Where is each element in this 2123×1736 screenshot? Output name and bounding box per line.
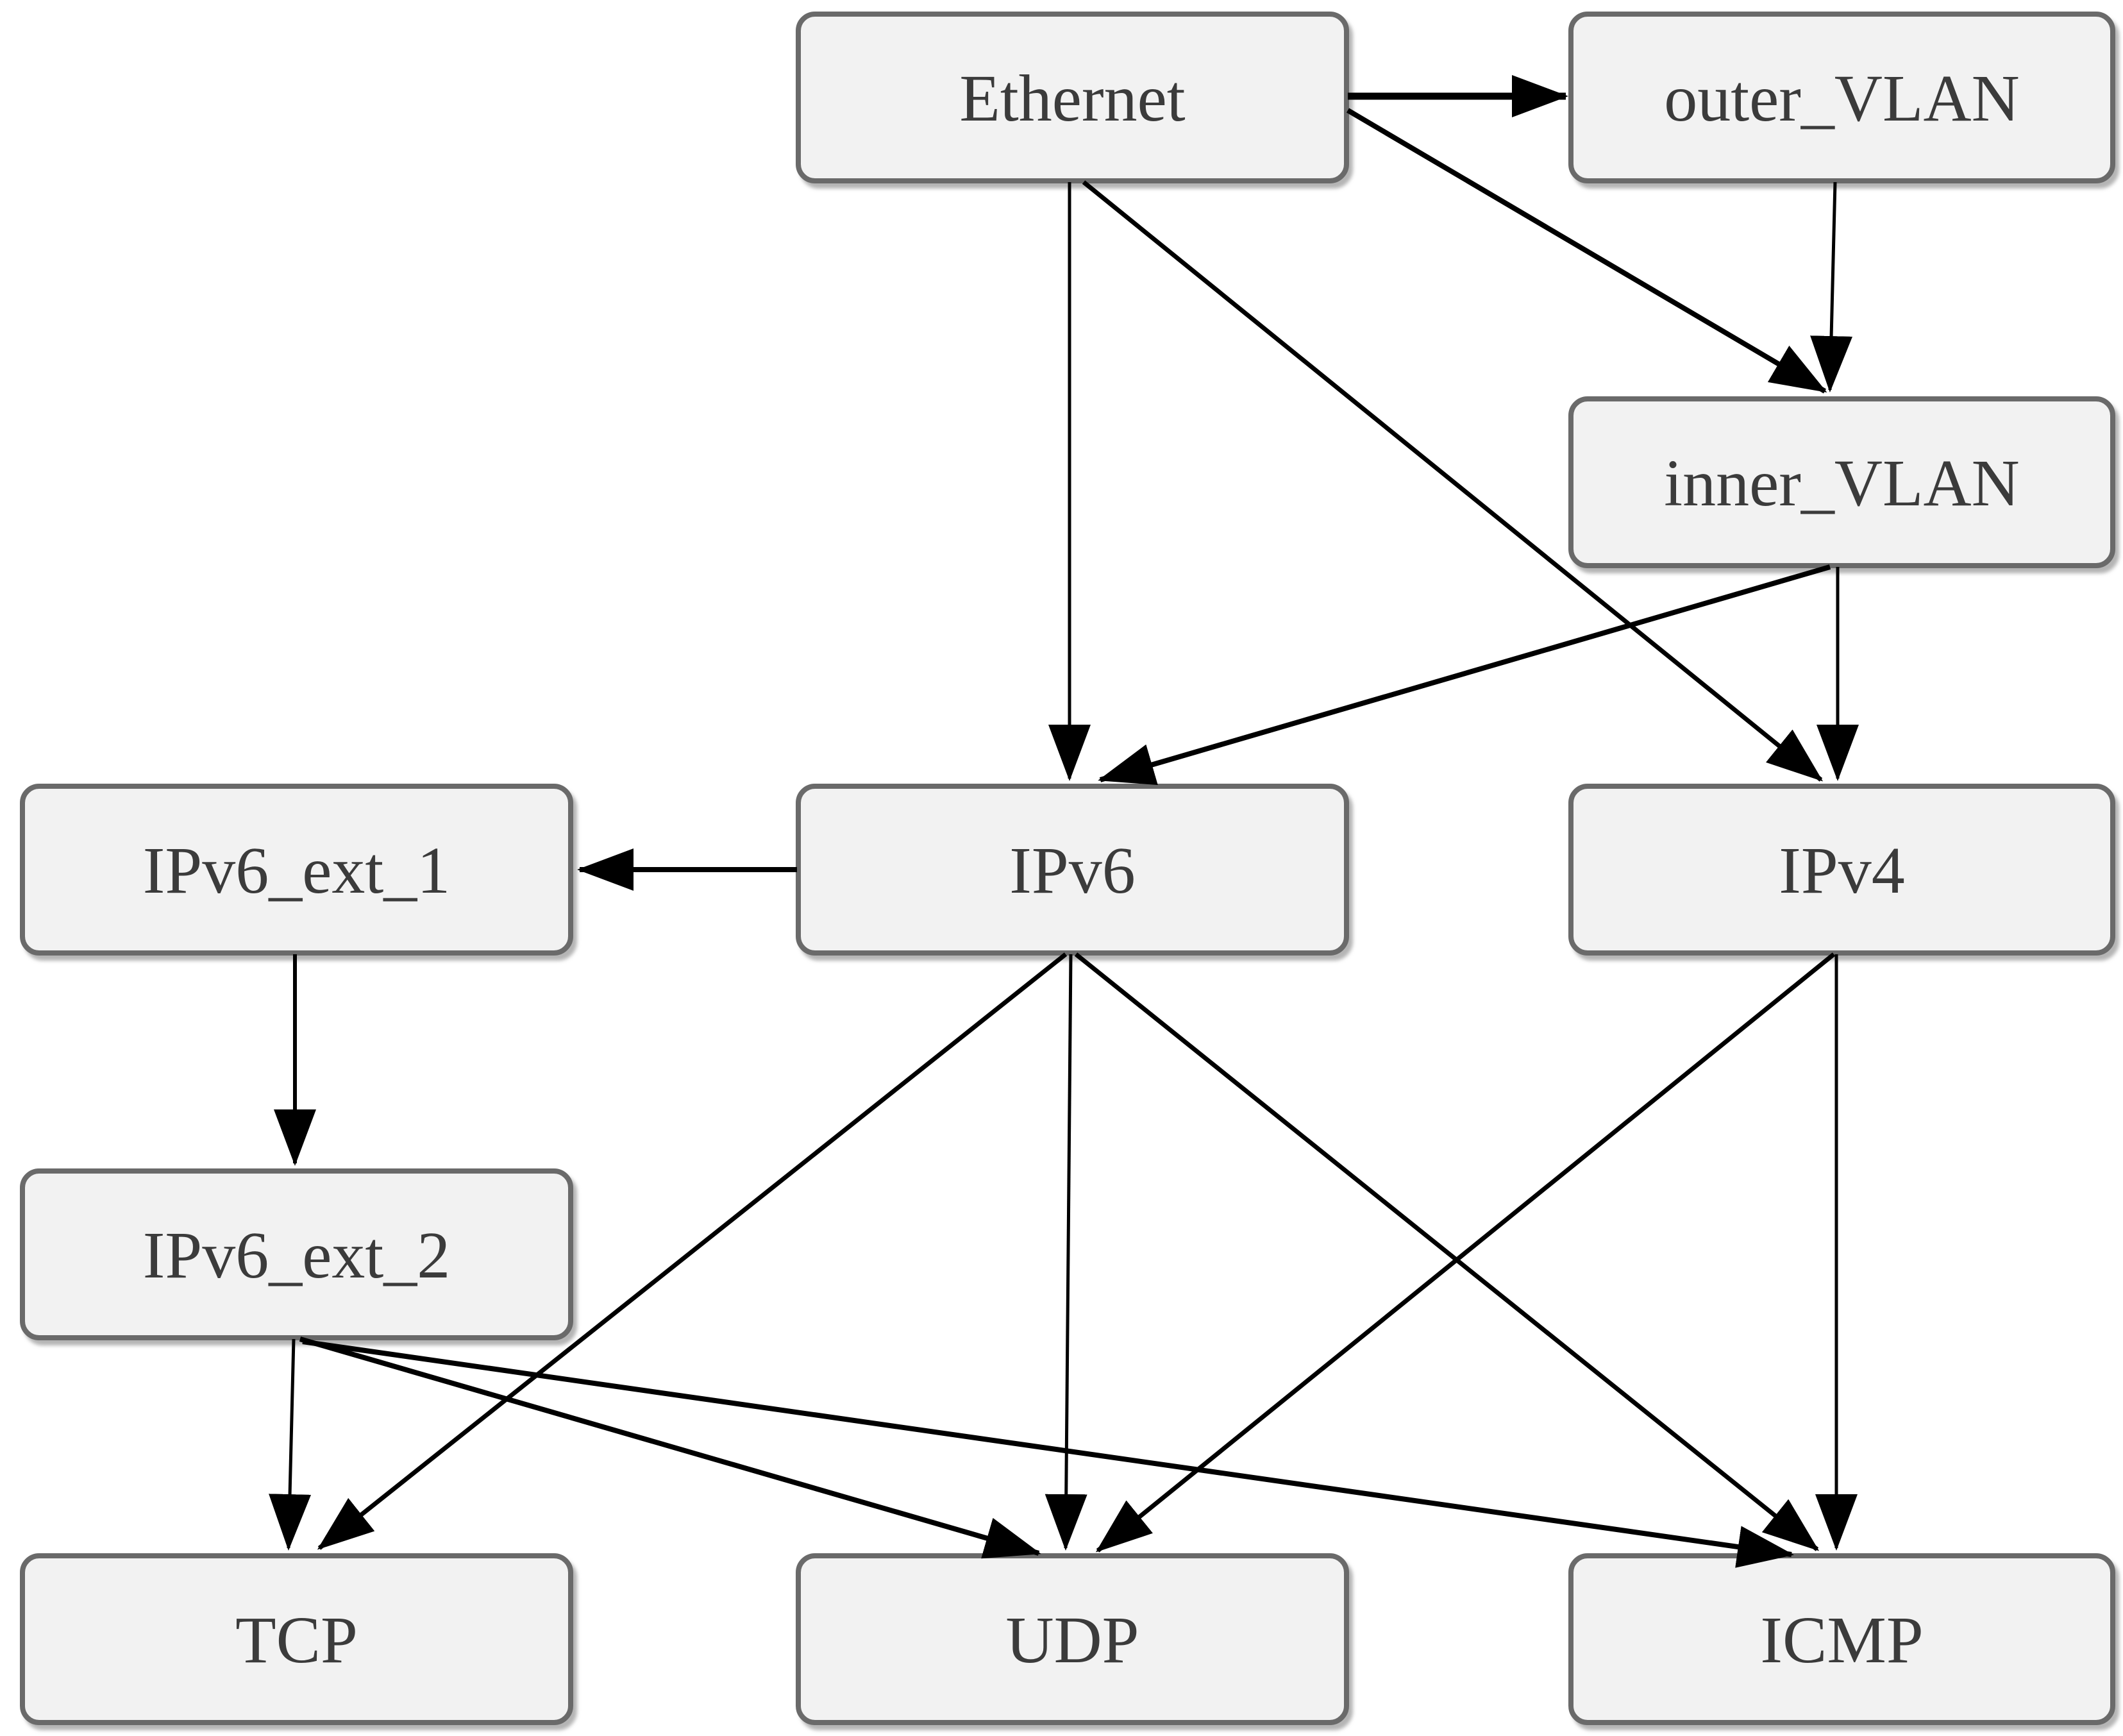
node-box-inner-vlan bbox=[1568, 396, 2115, 568]
node-ipv6: IPv6 bbox=[796, 784, 1349, 956]
node-label-ipv6: IPv6 bbox=[1009, 834, 1135, 907]
edge-ipv6-ext-2-to-icmp bbox=[302, 1339, 1794, 1568]
node-label-ipv6-ext-2: IPv6_ext_2 bbox=[143, 1218, 451, 1292]
node-label-outer-vlan: outer_VLAN bbox=[1664, 62, 2020, 135]
node-label-udp: UDP bbox=[1005, 1603, 1139, 1677]
node-ipv4: IPv4 bbox=[1568, 784, 2115, 956]
edge-ethernet-to-inner-vlan bbox=[1346, 108, 1827, 394]
edge-ipv6-to-tcp bbox=[317, 952, 1068, 1550]
node-icmp: ICMP bbox=[1568, 1553, 2115, 1725]
node-box-ipv6-ext-2 bbox=[20, 1168, 573, 1340]
node-ethernet: Ethernet bbox=[796, 12, 1349, 183]
node-box-udp bbox=[796, 1553, 1349, 1725]
node-inner-vlan: inner_VLAN bbox=[1568, 396, 2115, 568]
edge-ethernet-to-ipv4 bbox=[1082, 180, 1824, 782]
node-box-outer-vlan bbox=[1568, 12, 2115, 183]
node-label-inner-vlan: inner_VLAN bbox=[1664, 446, 2020, 520]
node-label-ipv6-ext-1: IPv6_ext_1 bbox=[143, 834, 451, 907]
node-outer-vlan: outer_VLAN bbox=[1568, 12, 2115, 183]
node-label-ethernet: Ethernet bbox=[959, 62, 1185, 135]
edge-ipv6-to-icmp bbox=[1074, 952, 1820, 1551]
edge-outer-vlan-to-inner-vlan bbox=[1810, 181, 1853, 392]
node-udp: UDP bbox=[796, 1553, 1349, 1725]
node-label-icmp: ICMP bbox=[1760, 1603, 1923, 1677]
node-box-icmp bbox=[1568, 1553, 2115, 1725]
edge-ipv6-ext-2-to-tcp bbox=[269, 1338, 312, 1551]
node-box-tcp bbox=[20, 1553, 573, 1725]
node-ipv6-ext-1: IPv6_ext_1 bbox=[20, 784, 573, 956]
edge-inner-vlan-to-ipv6 bbox=[1098, 564, 1831, 786]
node-box-ipv6-ext-1 bbox=[20, 784, 573, 956]
edge-ipv6-ext-2-to-udp bbox=[299, 1336, 1041, 1559]
node-label-tcp: TCP bbox=[235, 1603, 358, 1677]
node-label-ipv4: IPv4 bbox=[1779, 834, 1904, 907]
node-box-ethernet bbox=[796, 12, 1349, 183]
edge-ipv6-to-udp bbox=[1045, 954, 1087, 1551]
edge-ipv4-to-udp bbox=[1095, 952, 1836, 1553]
node-tcp: TCP bbox=[20, 1553, 573, 1725]
node-box-ipv6 bbox=[796, 784, 1349, 956]
node-box-ipv4 bbox=[1568, 784, 2115, 956]
node-ipv6-ext-2: IPv6_ext_2 bbox=[20, 1168, 573, 1340]
